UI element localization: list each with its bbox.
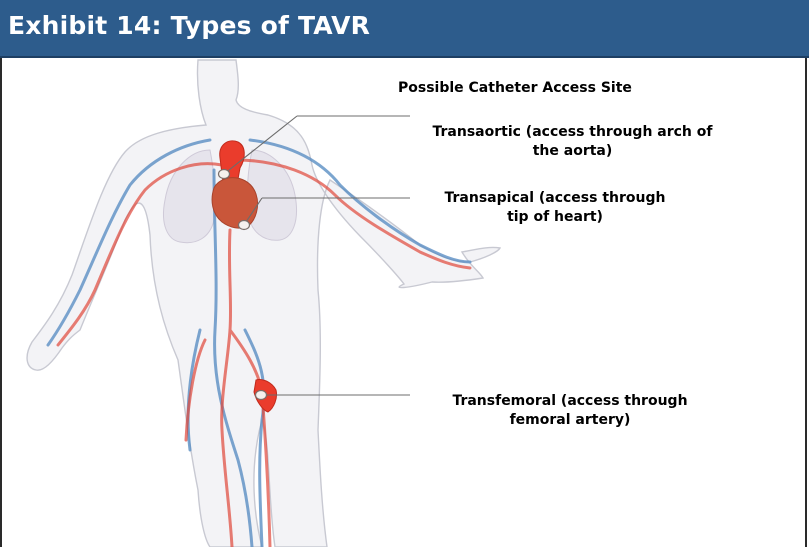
transapical-label-line1: Transapical (access through [405, 189, 705, 208]
exhibit-title: Exhibit 14: Types of TAVR [8, 11, 370, 40]
transaortic-label: Transaortic (access through arch of the … [400, 123, 745, 161]
transapical-label: Transapical (access through tip of heart… [405, 189, 705, 227]
exhibit-header: Exhibit 14: Types of TAVR [0, 0, 809, 58]
transapical-label-line2: tip of heart) [405, 208, 705, 227]
transaortic-label-line1: Transaortic (access through arch of [400, 123, 745, 142]
transfemoral-marker [256, 391, 267, 400]
transaortic-marker [219, 170, 230, 179]
access-site-heading: Possible Catheter Access Site [398, 79, 632, 98]
transapical-marker [239, 221, 250, 230]
transfemoral-label-line1: Transfemoral (access through [425, 392, 715, 411]
transfemoral-label: Transfemoral (access through femoral art… [425, 392, 715, 430]
transfemoral-label-line2: femoral artery) [425, 411, 715, 430]
transaortic-label-line2: the aorta) [400, 142, 745, 161]
